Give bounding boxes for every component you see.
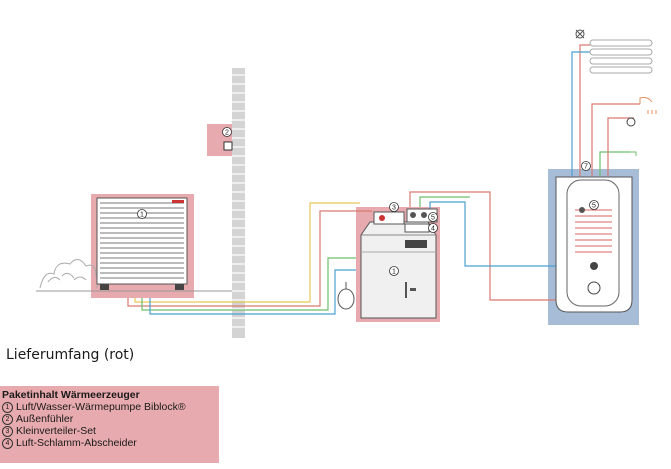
- pipe-green-tap: [599, 151, 630, 176]
- marker-module-label: 5: [431, 215, 435, 222]
- pipe-red-radiator: [579, 44, 590, 176]
- marker-module: [428, 212, 438, 222]
- pipe-blue-tank: [429, 201, 558, 267]
- marker-tank: [589, 200, 599, 210]
- legend-item-text: Außenfühler: [16, 413, 74, 425]
- legend-item-number: 1: [2, 402, 13, 413]
- legend-item-number: 3: [2, 426, 13, 437]
- pipe-red-shower: [591, 103, 640, 176]
- shower-icon: [639, 97, 657, 114]
- marker-mixer-label: 7: [584, 164, 588, 171]
- marker-outdoor-unit: [137, 209, 147, 219]
- marker-outdoor-unit-label: 1: [140, 212, 144, 219]
- marker-distributor-label: 3: [392, 205, 396, 212]
- marker-indoor-unit-label: 1: [392, 269, 396, 276]
- pipe-red-tank: [409, 191, 560, 301]
- pipe-blue-return: [149, 269, 356, 315]
- wall: [232, 68, 245, 338]
- legend-item-text: Luft/Wasser-Wärmepumpe Biblock®: [16, 401, 186, 413]
- expansion-vessel: [337, 282, 355, 310]
- tap-icon: [630, 151, 637, 156]
- marker-indoor-unit: [389, 266, 399, 276]
- legend-item-number: 4: [2, 438, 13, 449]
- marker-distributor: [389, 202, 399, 212]
- marker-mixer: [581, 161, 591, 171]
- legend-item-text: Kleinverteiler-Set: [16, 425, 96, 437]
- delivery-caption: Lieferumfang (rot): [6, 347, 135, 363]
- pipe-yellow: [134, 202, 360, 303]
- mixing-valve-icon: [626, 117, 636, 127]
- pipe-green-sensor: [419, 196, 470, 207]
- marker-sensor: [222, 127, 232, 137]
- marker-separator: [428, 223, 438, 233]
- pipe-blue-radiator: [571, 51, 590, 176]
- shrub-icon: [39, 259, 100, 289]
- legend-item-text: Luft-Schlamm-Abscheider: [16, 437, 137, 449]
- radiator-icon: [589, 39, 653, 74]
- legend-item-number: 2: [2, 414, 13, 425]
- pipe-red-flow: [127, 210, 372, 307]
- valve-icon: [575, 29, 585, 39]
- marker-sensor-label: 2: [225, 130, 229, 137]
- outdoor-sensor: [223, 141, 233, 151]
- storage-tank: [555, 176, 633, 313]
- marker-tank-label: 5: [592, 203, 596, 210]
- legend-title: Paketinhalt Wärmeerzeuger: [2, 389, 140, 401]
- pipe-red-sanitary: [607, 117, 634, 176]
- pipe-green: [141, 257, 356, 311]
- marker-separator-label: 4: [431, 226, 435, 233]
